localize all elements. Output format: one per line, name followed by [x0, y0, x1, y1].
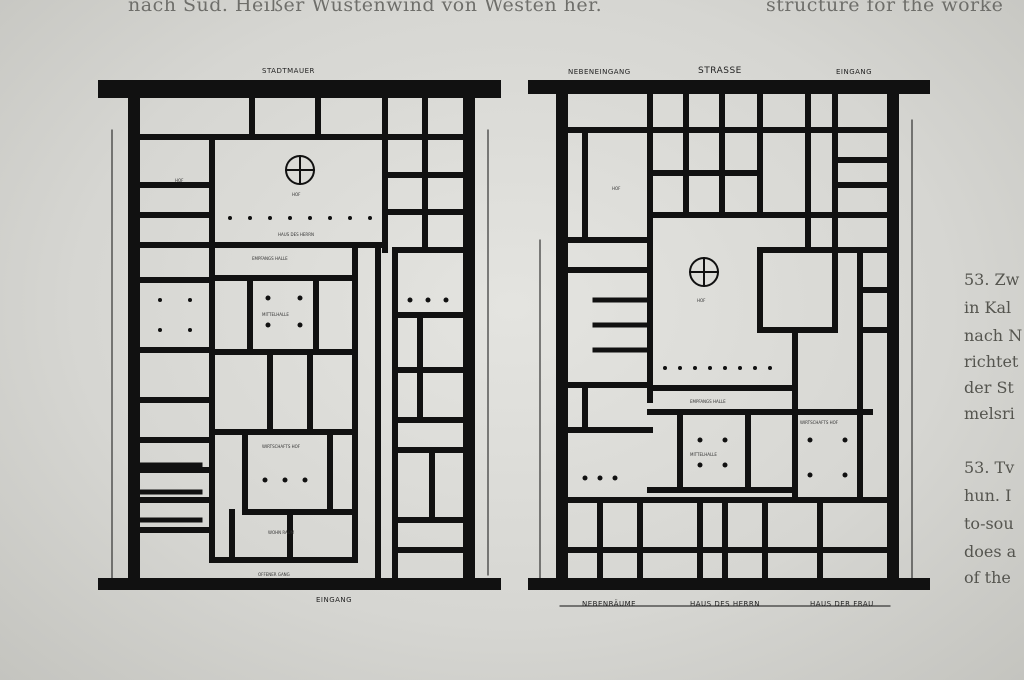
side-text-line: of the	[964, 568, 1011, 587]
room-label: EMPFANGS HALLE	[690, 399, 726, 404]
right-scale-label-1: NEBENRÄUME	[582, 600, 637, 608]
side-text-line: richtet	[964, 352, 1019, 371]
room-label: WIRTSCHAFTS HOF	[800, 420, 839, 425]
right-plan-label-entrance: EINGANG	[836, 68, 873, 76]
side-text-line: 53. Tv	[964, 458, 1015, 477]
left-plan-bottom-label: EINGANG	[316, 596, 353, 604]
top-caption-left: nach Süd. Heißer Wüstenwind von Westen h…	[128, 0, 603, 16]
right-scale-label-3: HAUS DER FRAU	[810, 600, 874, 608]
room-label: EMPFANGS HALLE	[252, 256, 288, 261]
room-label: WOHN RAUM	[268, 530, 295, 535]
side-text-line: der St	[964, 378, 1014, 397]
room-label: HOF	[292, 192, 301, 197]
room-label: WIRTSCHAFTS HOF	[262, 444, 301, 449]
side-text-line: does a	[964, 542, 1017, 561]
side-text-line: melsri	[964, 404, 1015, 423]
side-text-line: in Kal	[964, 298, 1012, 317]
left-plan-top-label: STADTMAUER	[262, 67, 315, 75]
room-label: HOF	[612, 186, 621, 191]
right-scale-label-2: HAUS DES HERRN	[690, 600, 760, 608]
side-text-line: nach N	[964, 326, 1023, 345]
room-label: HOF	[175, 178, 184, 183]
left-plan	[98, 80, 501, 590]
side-text-line: hun. I	[964, 486, 1012, 505]
right-plan	[528, 80, 930, 607]
right-plan-label-street: STRASSE	[698, 66, 742, 76]
room-label: HAUS DES HERRN	[278, 232, 314, 237]
side-text-line: 53. Zw	[964, 270, 1020, 289]
room-label: HOF	[697, 298, 706, 303]
top-caption-right: structure for the worke	[766, 0, 1004, 16]
right-plan-label-side-entrance: NEBENEINGANG	[568, 68, 631, 76]
room-label: OFFENER GANG	[258, 572, 290, 577]
room-label: MITTELHALLE	[262, 312, 289, 317]
room-label: MITTELHALLE	[690, 452, 717, 457]
side-text-line: to-sou	[964, 514, 1014, 533]
